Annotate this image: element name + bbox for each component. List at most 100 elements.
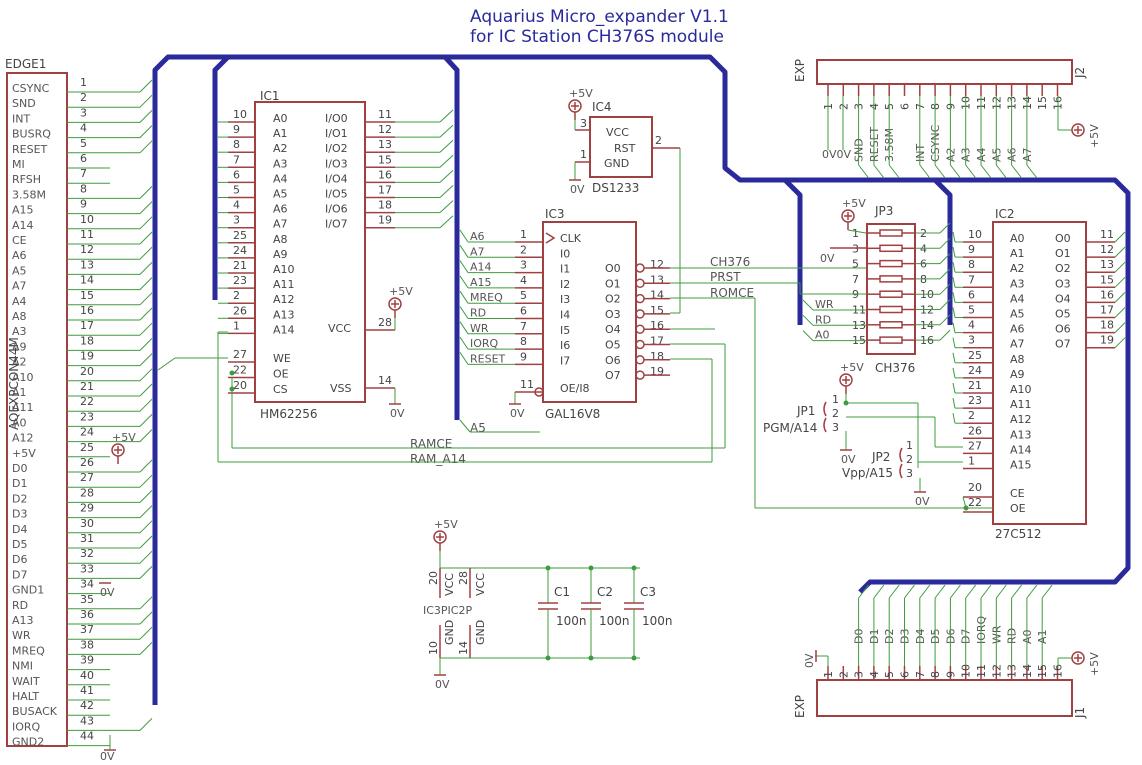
- edge-pin-signal: MI: [12, 158, 25, 171]
- ic2-bus-wire: [952, 413, 956, 424]
- j1-pin-number: 8: [929, 671, 942, 678]
- ic3-out-bubble: [635, 309, 645, 319]
- jp3-name: JP3: [874, 204, 893, 218]
- ic2-data-wire: [1114, 337, 1126, 349]
- j1-vcc-label: +5V: [1088, 652, 1101, 676]
- ic1-pin-name: I/O6: [325, 203, 348, 216]
- ic1-pin-number: 11: [378, 108, 392, 121]
- ic2-data-wire: [1114, 292, 1126, 303]
- ic2-bus-wire: [952, 292, 956, 303]
- edge-pin-signal: GND2: [12, 736, 44, 749]
- edge-pin-number: 27: [80, 471, 94, 484]
- jp2-contacts: [899, 447, 903, 479]
- edge-pin-signal: D7: [12, 568, 27, 581]
- ic2-bus-wire: [952, 247, 956, 258]
- ic2-bus-wire: [952, 382, 956, 394]
- ic3-pin-number: 11: [520, 378, 534, 391]
- j2-wire: [965, 164, 977, 179]
- caps-gnd-name: GND: [474, 620, 487, 645]
- ic1-pin-name: A3: [273, 157, 288, 170]
- ic3-pin-number: 17: [650, 335, 664, 348]
- edge-pin-number: 15: [80, 289, 94, 302]
- edge-pin-number: 30: [80, 517, 94, 530]
- ic4-part: DS1233: [592, 181, 639, 195]
- ic2-pin-number: 12: [1100, 243, 1114, 256]
- net-ch376: CH376: [710, 255, 750, 269]
- edge-pin-number: 40: [80, 669, 94, 682]
- ic1-pin-number: 18: [378, 199, 392, 212]
- jp3-right-wire: [939, 268, 951, 280]
- net-romce: ROMCE: [710, 286, 754, 300]
- jp3-right-wire: [939, 283, 951, 295]
- edge-pin-number: 25: [80, 441, 94, 454]
- jp3-net-label: WR: [815, 298, 834, 311]
- j2-wire: [950, 164, 961, 179]
- ic1-pin-name: A10: [273, 263, 295, 276]
- edge-pin-number: 10: [80, 213, 94, 226]
- ic2-pin-name: O4: [1055, 292, 1071, 305]
- j2-pin-number: 6: [899, 103, 912, 110]
- ic2-pin-name: A8: [1010, 353, 1025, 366]
- ic1-pin-number: 22: [233, 364, 247, 377]
- we-wire: [157, 357, 176, 371]
- edge-to-bus: [139, 459, 153, 473]
- ic3-pin-number: 3: [520, 259, 527, 272]
- ic3-net-wire: [459, 275, 469, 289]
- ic2-pin-name: OE: [1010, 502, 1026, 515]
- ic3-net-label: RD: [470, 307, 486, 320]
- ic2-pin-number: 18: [1100, 319, 1114, 332]
- ic2-pin-number: 4: [968, 319, 975, 332]
- jp1-name: JP1: [796, 404, 815, 418]
- jp2-label: Vpp/A15: [842, 466, 893, 480]
- title-line-1: Aquarius Micro_expander V1.1: [470, 7, 729, 27]
- ic2-pin-name: A11: [1010, 398, 1032, 411]
- ic1-vcc-name: VCC: [328, 322, 351, 335]
- ic1-pin-number: 26: [233, 304, 247, 317]
- j1-wire: [873, 584, 885, 599]
- ic3-pin-number: 16: [650, 319, 664, 332]
- ic2-pin-number: 25: [968, 349, 982, 362]
- ic4-body: [589, 116, 653, 178]
- ic1-pin-number: 8: [233, 138, 240, 151]
- edge-pin-number: 7: [80, 167, 87, 180]
- caps-vcc-name: VCC: [443, 573, 456, 596]
- edge-pin-number: 24: [80, 426, 94, 439]
- ic1-data-wire: [439, 215, 454, 229]
- edge-pin-signal: A8: [12, 310, 27, 323]
- cap-name: C2: [597, 585, 613, 599]
- ic1-vss-name: VSS: [330, 382, 352, 395]
- ic2-pin-number: 19: [1100, 334, 1114, 347]
- jp3-body: [866, 223, 916, 355]
- edge-pin-signal: +5V: [12, 447, 36, 460]
- j1-pin-number: 16: [1052, 664, 1065, 678]
- ic3-net-wire: [459, 336, 469, 350]
- ic2-data-wire: [1114, 307, 1126, 318]
- j1-pin-number: 3: [853, 671, 866, 678]
- ic2-pin-number: 5: [968, 304, 975, 317]
- ic3-name: IC3: [545, 207, 565, 221]
- ic3-pin-name: O4: [605, 323, 621, 336]
- jp2-pin-number: 1: [906, 439, 913, 452]
- ic2-data-wire: [1114, 276, 1126, 288]
- edge-pin-signal: D4: [12, 523, 27, 536]
- ic2-part: 27C512: [995, 527, 1042, 541]
- ic1-data-wire: [439, 170, 454, 183]
- ic1-pin-name: OE: [273, 368, 289, 381]
- ic3-pin-number: 4: [520, 274, 527, 287]
- ic2-data-wire: [1114, 261, 1126, 273]
- caps-vcc-pin: 20: [427, 571, 440, 585]
- ic1-pins: A010A19A28A37A46A55A64A73A825A924A1021A1…: [228, 108, 395, 396]
- edge-pin-signal: D5: [12, 538, 27, 551]
- edge-pin-number: 9: [80, 198, 87, 211]
- jp3-contact: [879, 336, 903, 344]
- j1-pin-number: 14: [1021, 664, 1034, 678]
- jp3-contact: [879, 290, 903, 298]
- ic3-net-label: RESET: [470, 352, 506, 365]
- ic2-pin-number: 1: [968, 455, 975, 468]
- vcc-label: +5V: [840, 361, 864, 374]
- ic3-net-wire: [459, 290, 469, 304]
- edge-pin-number: 32: [80, 547, 94, 560]
- ic2-pin-name: A6: [1010, 323, 1025, 336]
